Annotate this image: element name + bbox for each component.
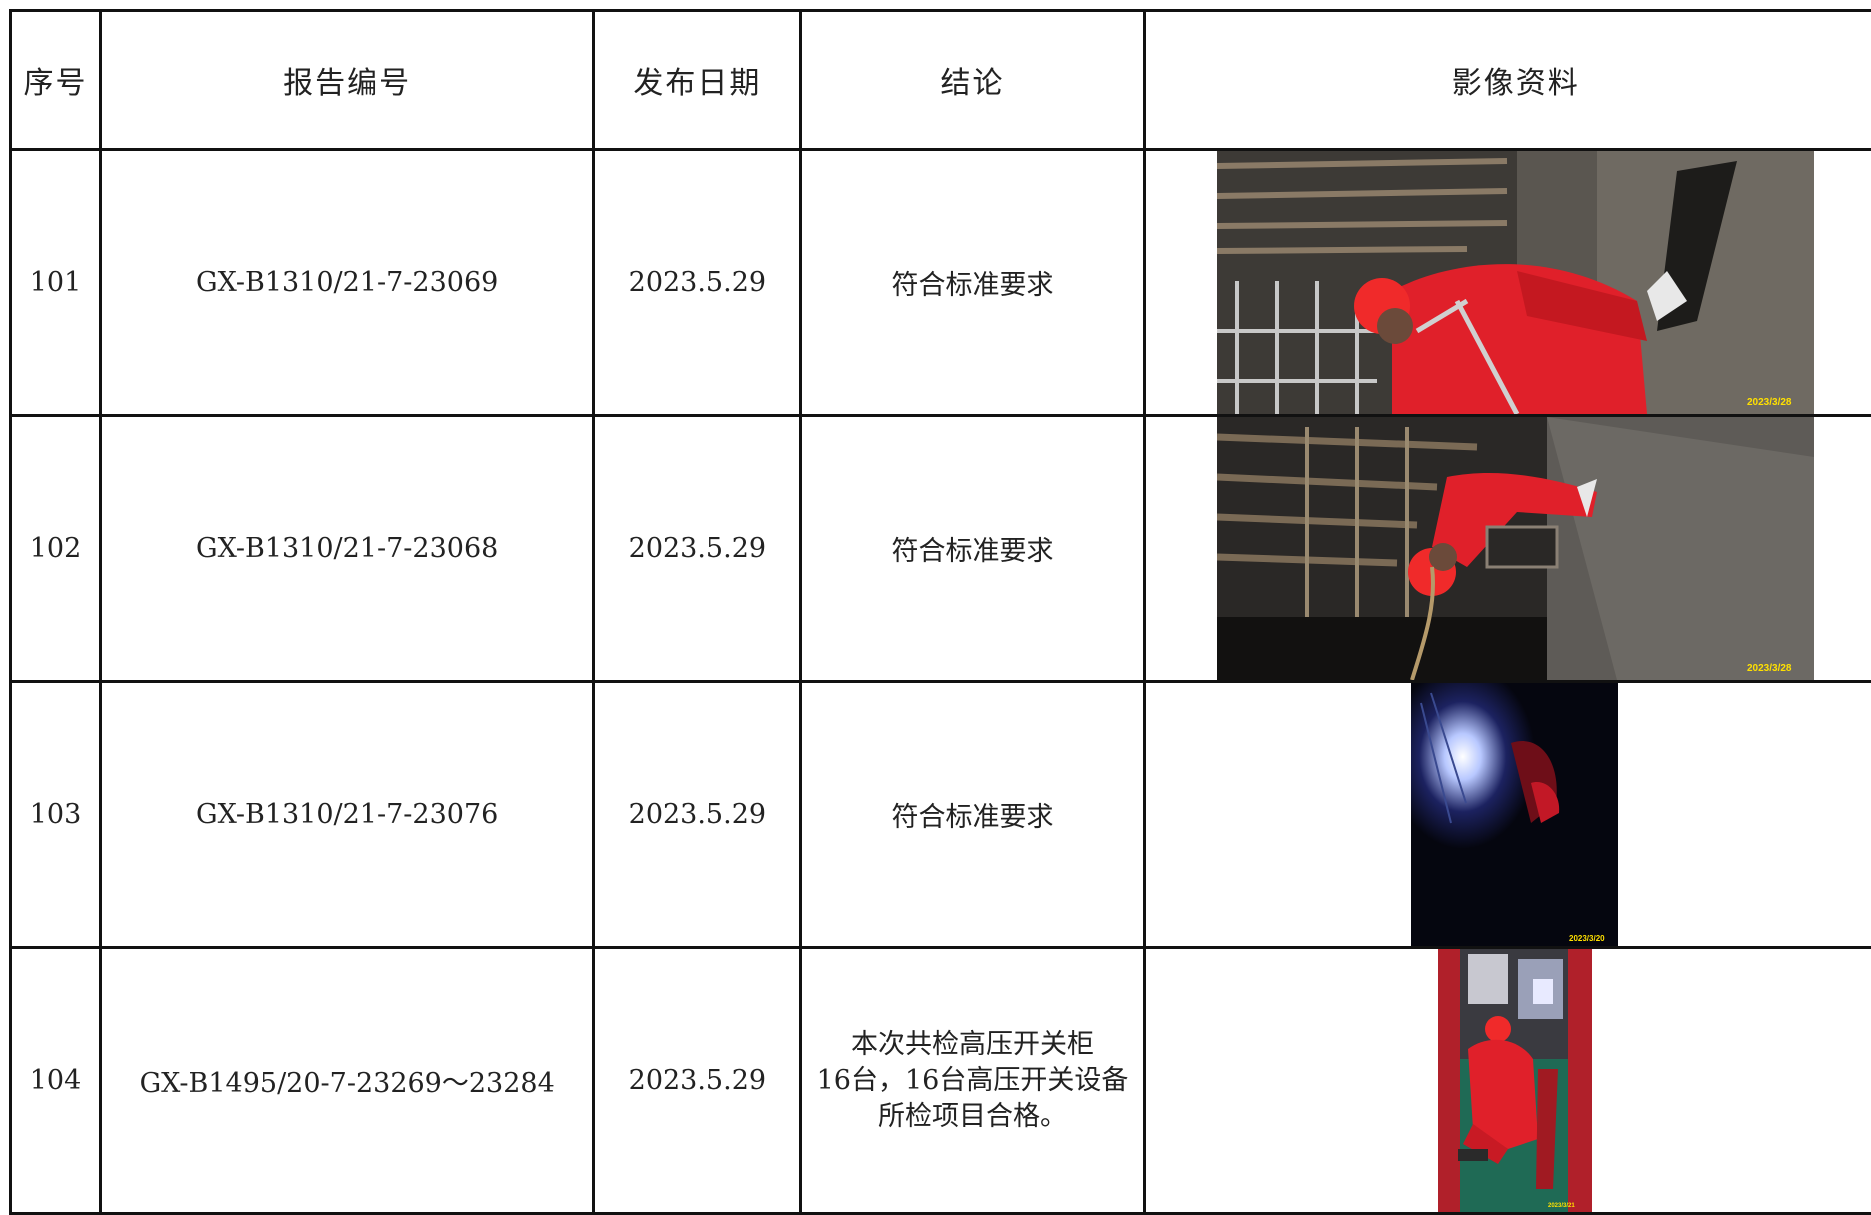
header-date: 发布日期 (594, 11, 801, 150)
row-conclusion: 符合标准要求 (801, 682, 1144, 948)
row-no: 101 (11, 150, 101, 416)
photo-date-stamp: 2023/3/28 (1747, 397, 1792, 408)
header-report: 报告编号 (101, 11, 594, 150)
photo-date-stamp: 2023/3/28 (1747, 663, 1792, 674)
table-header-row: 序号 报告编号 发布日期 结论 影像资料 (11, 11, 1871, 150)
row-date: 2023.5.29 (594, 416, 801, 682)
row-image-cell: 2023/3/21 (1144, 948, 1871, 1214)
row-image-cell: 2023/3/28 (1144, 416, 1871, 682)
row-conclusion: 符合标准要求 (801, 416, 1144, 682)
header-image: 影像资料 (1144, 11, 1871, 150)
table-row: 104 GX-B1495/20-7-23269～23284 2023.5.29 … (11, 948, 1871, 1214)
row-date: 2023.5.29 (594, 682, 801, 948)
row-conclusion: 符合标准要求 (801, 150, 1144, 416)
photo-date-stamp: 2023/3/20 (1569, 934, 1605, 943)
row-no: 104 (11, 948, 101, 1214)
row-date: 2023.5.29 (594, 150, 801, 416)
conclusion-line: 本次共检高压开关柜 (802, 1027, 1142, 1063)
row-image-cell: 2023/3/28 (1144, 150, 1871, 416)
row-date: 2023.5.29 (594, 948, 801, 1214)
row-no: 103 (11, 682, 101, 948)
inspection-photo: 2023/3/20 (1411, 683, 1618, 946)
row-report-number: GX-B1310/21-7-23069 (101, 150, 594, 416)
table-row: 103 GX-B1310/21-7-23076 2023.5.29 符合标准要求 (11, 682, 1871, 948)
conclusion-line: 所检项目合格。 (802, 1099, 1142, 1135)
inspection-photo: 2023/3/28 (1217, 151, 1814, 414)
row-no: 102 (11, 416, 101, 682)
conclusion-line: 16台，16台高压开关设备 (802, 1063, 1142, 1099)
report-table: 序号 报告编号 发布日期 结论 影像资料 101 GX-B1310/21-7-2… (9, 9, 1871, 1215)
inspection-photo: 2023/3/28 (1217, 417, 1814, 680)
inspection-photo: 2023/3/21 (1438, 949, 1592, 1212)
row-conclusion: 本次共检高压开关柜 16台，16台高压开关设备 所检项目合格。 (801, 948, 1144, 1214)
row-report-number: GX-B1495/20-7-23269～23284 (101, 948, 594, 1214)
header-conclusion: 结论 (801, 11, 1144, 150)
svg-text:2023/3/21: 2023/3/21 (1548, 1203, 1575, 1209)
header-no: 序号 (11, 11, 101, 150)
table-row: 101 GX-B1310/21-7-23069 2023.5.29 符合标准要求 (11, 150, 1871, 416)
row-image-cell: 2023/3/20 (1144, 682, 1871, 948)
row-report-number: GX-B1310/21-7-23068 (101, 416, 594, 682)
row-report-number: GX-B1310/21-7-23076 (101, 682, 594, 948)
table-row: 102 GX-B1310/21-7-23068 2023.5.29 符合标准要求 (11, 416, 1871, 682)
